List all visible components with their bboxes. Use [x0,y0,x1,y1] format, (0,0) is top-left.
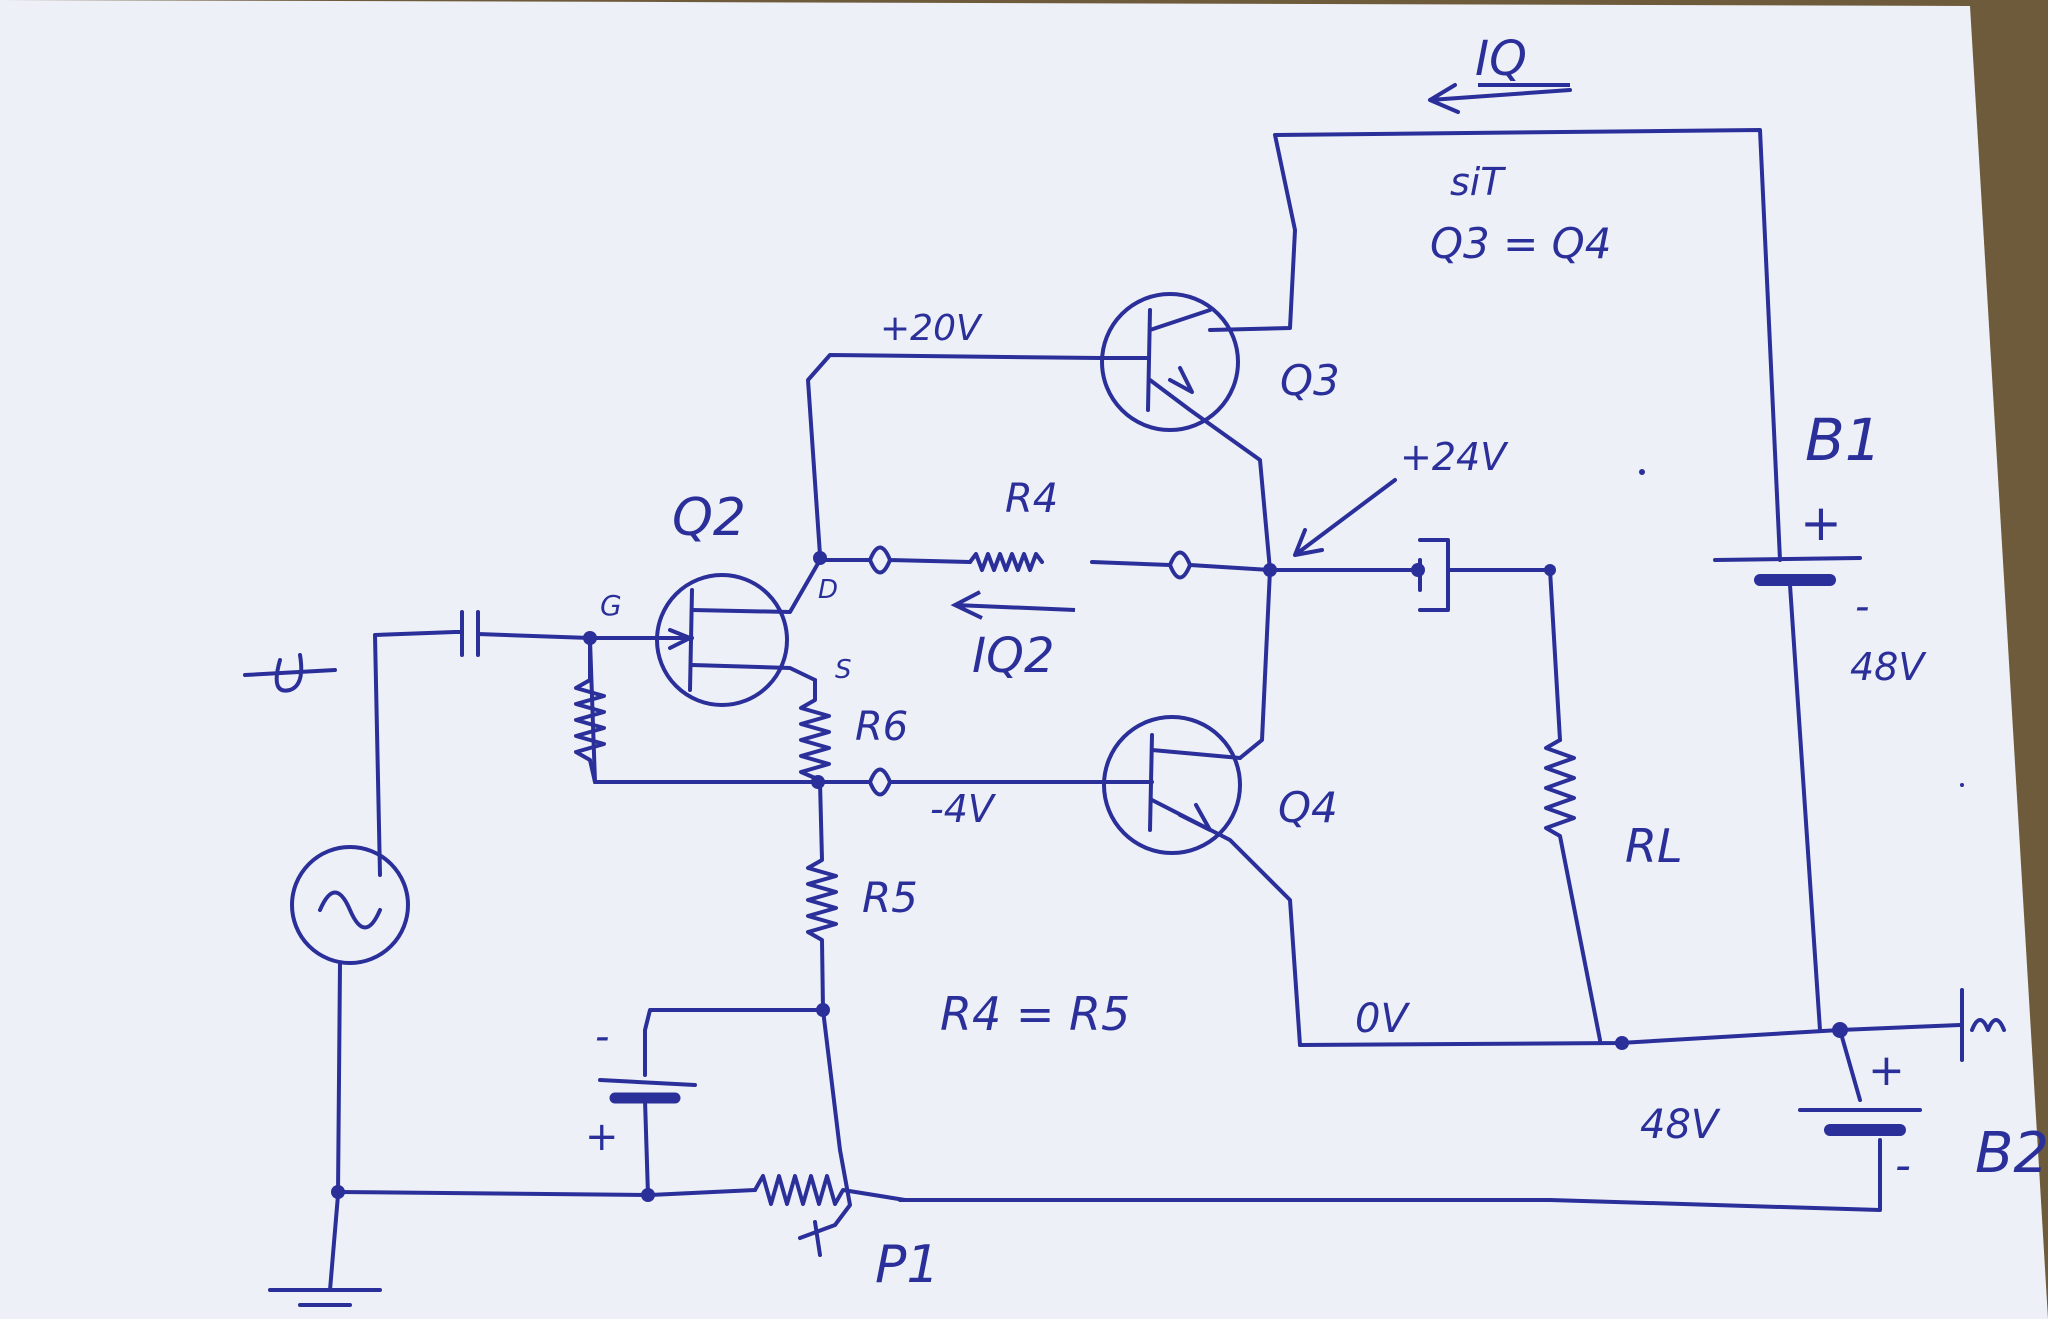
wire-q3-collector-top [1208,128,1782,562]
q3-collector-lead [1148,308,1212,332]
junction-b1-b2 [1832,1022,1848,1038]
label-d: D [818,575,838,605]
q4-collector-lead [1150,748,1242,760]
label-r5: R5 [862,873,918,922]
label-q3: Q3 [1280,356,1340,405]
label-r6: R6 [855,704,908,750]
label-g: G [600,589,622,622]
q4-emitter-arrow [1178,803,1212,832]
label-sit: siT [1450,160,1506,204]
ground-symbol-bottom [268,1288,382,1307]
label-r4-eq-r5: R4 = R5 [940,987,1130,1041]
iq2-arrow [950,590,1076,620]
label-b1: B1 [1805,406,1882,474]
label-iq: IQ [1475,31,1527,87]
label-q2: Q2 [672,488,746,548]
label-b1-48v: 48V [1850,645,1927,689]
b1-lower-wire [1788,583,1822,1032]
q2-gate-lead [588,628,694,650]
b2-upper-wire [1838,1028,1862,1102]
junction-spot-2 [1960,783,1964,787]
resistor-gate [574,636,606,784]
label-b2-plus: + [1868,1045,1905,1096]
ac-source-body [290,845,410,965]
label-b1-plus: + [1800,494,1842,552]
label-bias-minus: - [595,1014,609,1060]
resistor-r6 [799,678,831,784]
junction-spot [1639,469,1645,475]
junction-rl-top [1544,564,1556,576]
wire-minus4v [588,638,1154,797]
ground-tick-right [1960,988,2006,1062]
wire-r4-right [1090,550,1272,580]
input-wire [373,630,457,877]
label-b2: B2 [1975,1121,2048,1186]
resistor-r5 [806,780,842,1152]
label-b2-48v: 48V [1640,1102,1721,1148]
bias-battery-bottom-wire [643,1098,650,1197]
label-b1-minus: - [1855,584,1869,630]
junction-gate [583,631,597,645]
wire-plus20v [806,353,1102,557]
wire-r4 [818,545,972,575]
q4-transistor-body [1102,715,1242,855]
label-minus4v: -4V [930,787,997,831]
label-r4: R4 [1005,476,1058,522]
junction-dots [331,469,1964,1202]
label-s: S [835,655,852,685]
b2-lower-wire [898,1138,1882,1212]
label-0v: 0V [1355,996,1410,1042]
junction-d [813,551,827,565]
potentiometer-p1 [753,1174,907,1206]
p1-wiper [798,1148,852,1257]
label-rl: RL [1625,819,1683,873]
q3-transistor-body [1100,292,1240,432]
junction-r5-bottom [816,1003,830,1017]
ac-source-wave [318,890,382,930]
b1-plus-plate [1713,556,1862,562]
junction-output [1263,563,1277,577]
resistor-r4-zigzag [968,552,1044,572]
coupling-capacitor [453,610,592,657]
label-p1: P1 [875,1235,939,1295]
bias-battery-top-wire [643,1008,825,1077]
junction-connector [1411,563,1425,577]
label-iq2: IQ2 [972,628,1054,684]
label-q4: Q4 [1278,783,1338,832]
label-bias-plus: + [585,1114,619,1160]
junction-bias-bottom [641,1188,655,1202]
label-plus24v: +24V [1400,435,1509,479]
q2-source-lead [690,663,817,682]
labels: IQ siT Q3 = Q4 +20V Q3 +24V B1 + - 48V Q… [585,31,2048,1295]
wire-0v [1298,1023,1962,1047]
q3-emitter-lead [1148,378,1272,572]
q3-emitter-arrow [1168,366,1194,394]
label-plus20v: +20V [880,308,983,349]
label-q3-eq-q4: Q3 = Q4 [1430,219,1611,268]
junction-minus4v [811,775,825,789]
resistor-rl [1544,738,1602,1042]
junction-rl-bottom [1615,1036,1629,1050]
wire-q4-collector [1238,568,1272,760]
iq-arrow [1428,83,1572,114]
junction-ground [331,1185,345,1199]
label-b2-minus: - [1895,1140,1911,1191]
input-ground-symbol [243,653,337,693]
bias-battery-plate-top [598,1078,697,1087]
plus24v-pointer [1293,478,1397,557]
q3-base-bar [1146,308,1152,412]
q2-drain-lead [690,558,822,614]
wiring [243,83,2006,1307]
